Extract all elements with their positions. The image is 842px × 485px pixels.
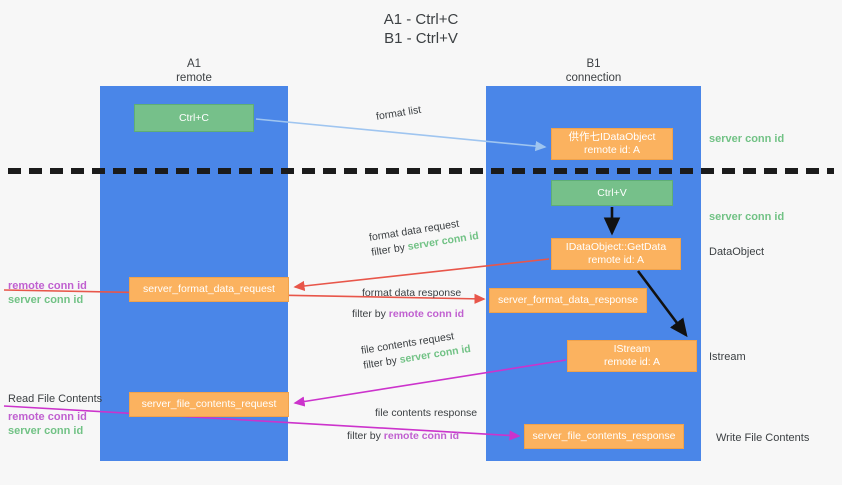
- box-getdata-label: IDataObject::GetData: [565, 241, 667, 253]
- box-idataobject-remote-id: remote id: A: [583, 144, 641, 156]
- edge-label-file-contents-response-filter: filter by remote conn id: [347, 429, 477, 444]
- edge-label-file-contents-response-text: file contents response: [375, 407, 478, 419]
- annotation-remote-conn-id-mid: remote conn id: [8, 280, 87, 292]
- box-server-file-contents-request-label: server_file_contents_request: [141, 398, 277, 410]
- box-server-format-data-request[interactable]: server_format_data_request: [129, 277, 289, 302]
- filter-value-remote-conn-id: remote conn id: [383, 430, 460, 442]
- phase-divider: [8, 168, 834, 174]
- lane-a1-name: A1: [186, 58, 202, 70]
- box-idataobject-getdata[interactable]: IDataObject::GetData remote id: A: [551, 238, 681, 270]
- box-getdata-remote-id: remote id: A: [587, 254, 645, 266]
- box-istream[interactable]: IStream remote id: A: [567, 340, 697, 372]
- lane-b1-role: connection: [565, 72, 622, 84]
- edge-label-format-list: format list: [375, 103, 422, 125]
- annotation-server-conn-id-left-bottom: server conn id: [8, 425, 84, 437]
- edge-label-format-data-response-text: format data response: [362, 287, 462, 299]
- lane-header-b1: B1 connection: [486, 57, 701, 85]
- box-istream-remote-id: remote id: A: [603, 356, 661, 368]
- box-server-format-data-request-label: server_format_data_request: [143, 283, 275, 295]
- annotation-istream: Istream: [709, 351, 746, 363]
- box-istream-label: IStream: [613, 343, 651, 355]
- annotation-dataobject: DataObject: [709, 246, 765, 258]
- box-ctrl-c[interactable]: Ctrl+C: [134, 104, 254, 132]
- annotation-write-file-contents: Write File Contents: [716, 432, 810, 444]
- edge-label-file-contents-request: file contents request filter by server c…: [360, 327, 472, 374]
- edge-label-format-data-response: format data response filter by remote co…: [352, 286, 464, 322]
- edge-label-format-data-response-filter: filter by remote conn id: [352, 307, 464, 322]
- box-ctrl-v[interactable]: Ctrl+V: [551, 180, 673, 206]
- edge-label-format-data-request: format data request filter by server con…: [368, 214, 480, 261]
- annotation-left-conn-ids-bottom: remote conn id server conn id: [8, 410, 87, 438]
- box-idataobject[interactable]: 供作七IDataObject remote id: A: [551, 128, 673, 160]
- filter-prefix: filter by: [347, 430, 384, 442]
- page-title: A1 - Ctrl+C B1 - Ctrl+V: [0, 10, 842, 48]
- filter-prefix: filter by: [352, 308, 389, 320]
- box-ctrl-v-label: Ctrl+V: [597, 186, 627, 199]
- box-server-file-contents-request[interactable]: server_file_contents_request: [129, 392, 289, 417]
- edge-label-format-list-text: format list: [375, 103, 422, 123]
- edge-label-file-contents-response: file contents response filter by remote …: [347, 406, 478, 444]
- box-ctrl-c-label: Ctrl+C: [178, 111, 210, 124]
- filter-value-remote-conn-id: remote conn id: [388, 308, 465, 320]
- annotation-server-conn-id-left-mid: server conn id: [8, 294, 84, 306]
- annotation-read-file-contents: Read File Contents: [8, 393, 103, 405]
- title-line-1: A1 - Ctrl+C: [383, 11, 459, 28]
- annotation-server-conn-id-mid: server conn id: [709, 211, 785, 223]
- title-line-2: B1 - Ctrl+V: [384, 30, 458, 47]
- box-server-format-data-response[interactable]: server_format_data_response: [489, 288, 647, 313]
- lane-header-a1: A1 remote: [100, 57, 288, 85]
- box-idataobject-label: 供作七IDataObject: [568, 131, 656, 143]
- box-server-file-contents-response[interactable]: server_file_contents_response: [524, 424, 684, 449]
- lane-b1-name: B1: [586, 58, 601, 70]
- annotation-server-conn-id-top: server conn id: [709, 133, 785, 145]
- box-server-format-data-response-label: server_format_data_response: [497, 294, 639, 306]
- annotation-left-conn-ids-mid: remote conn id server conn id: [8, 279, 87, 307]
- annotation-remote-conn-id-bottom: remote conn id: [8, 411, 87, 423]
- lane-a1-role: remote: [176, 72, 212, 84]
- box-server-file-contents-response-label: server_file_contents_response: [532, 430, 676, 442]
